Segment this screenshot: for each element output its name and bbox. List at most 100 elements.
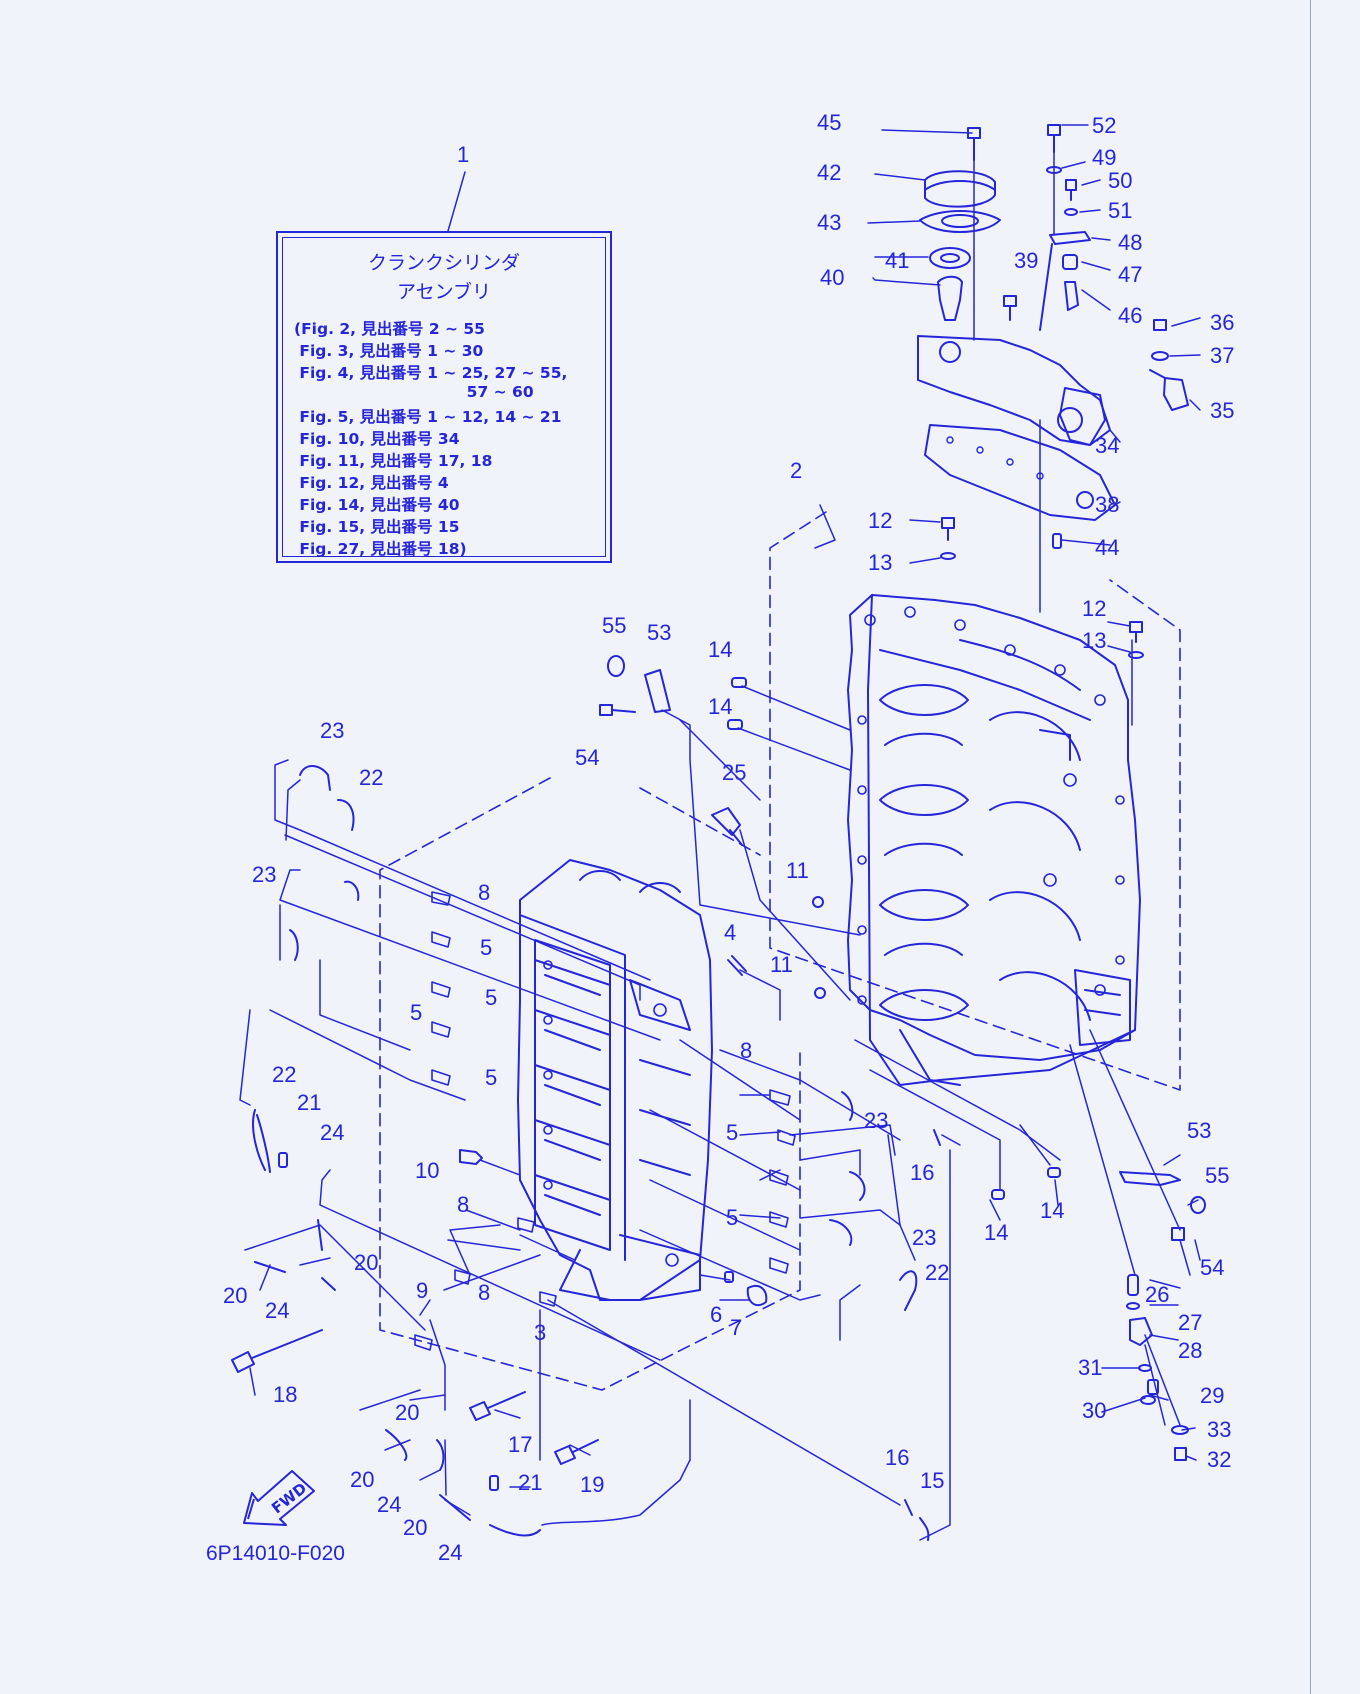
callout-20e: 20 (403, 1515, 427, 1540)
callout-25: 25 (722, 760, 746, 785)
callout-55b: 55 (1205, 1163, 1229, 1188)
callout-26: 26 (1145, 1282, 1169, 1307)
legend-line: Fig. 12, 見出番号 4 (294, 474, 449, 492)
legend-line: Fig. 27, 見出番号 18) (294, 540, 467, 558)
callout-33: 33 (1207, 1417, 1231, 1442)
crankcase (517, 859, 713, 1301)
callout-5d: 5 (485, 1065, 497, 1090)
callout-23a: 23 (320, 718, 344, 743)
callout-8c: 8 (457, 1192, 469, 1217)
legend-line: Fig. 10, 見出番号 34 (294, 430, 460, 448)
callout-8b: 8 (740, 1038, 752, 1063)
callout-35: 35 (1210, 398, 1234, 423)
callout-numbers: 1 2 3 4 5 5 5 5 5 5 6 7 8 8 8 8 9 10 11 … (223, 110, 1234, 1565)
callout-27: 27 (1178, 1310, 1202, 1335)
cylinder-block (847, 594, 1141, 1086)
callout-42: 42 (817, 160, 841, 185)
callout-2: 2 (790, 458, 802, 483)
callout-41: 41 (885, 248, 909, 273)
callout-23d: 23 (912, 1225, 936, 1250)
callout-10: 10 (415, 1158, 439, 1183)
callout-11a: 11 (786, 858, 809, 883)
callout-50: 50 (1108, 168, 1132, 193)
callout-14b: 14 (708, 694, 732, 719)
fwd-arrow-icon: FWD (243, 1470, 315, 1526)
small-parts (231, 124, 1206, 1516)
callout-51: 51 (1108, 198, 1132, 223)
callout-12b: 12 (1082, 596, 1106, 621)
callout-5c: 5 (410, 1000, 422, 1025)
callout-5e: 5 (726, 1120, 738, 1145)
callout-37: 37 (1210, 343, 1234, 368)
callout-53a: 53 (647, 620, 671, 645)
legend-line: Fig. 15, 見出番号 15 (294, 518, 460, 536)
callout-12a: 12 (868, 508, 892, 533)
callout-45: 45 (817, 110, 841, 135)
callout-38: 38 (1095, 492, 1119, 517)
callout-53b: 53 (1187, 1118, 1211, 1143)
callout-31: 31 (1078, 1355, 1102, 1380)
legend-line: Fig. 3, 見出番号 1 ~ 30 (294, 342, 484, 360)
callout-46: 46 (1118, 303, 1142, 328)
callout-16a: 16 (910, 1160, 934, 1185)
callout-16b: 16 (885, 1445, 909, 1470)
callout-20d: 20 (350, 1467, 374, 1492)
callout-40: 40 (820, 265, 844, 290)
legend-title-line1: クランクシリンダ (367, 252, 520, 274)
callout-22c: 22 (925, 1260, 949, 1285)
callout-20a: 20 (223, 1283, 247, 1308)
callout-32: 32 (1207, 1447, 1231, 1472)
callout-23b: 23 (252, 862, 276, 887)
callout-34: 34 (1095, 433, 1119, 458)
callout-39: 39 (1014, 248, 1038, 273)
legend-line: Fig. 5, 見出番号 1 ~ 12, 14 ~ 21 (294, 408, 562, 426)
page-edge-rule (1310, 0, 1311, 1694)
callout-14d: 14 (1040, 1198, 1064, 1223)
callout-5f: 5 (726, 1205, 738, 1230)
callout-44: 44 (1095, 535, 1119, 560)
callout-47: 47 (1118, 262, 1142, 287)
callout-5a: 5 (480, 935, 492, 960)
callout-5b: 5 (485, 985, 497, 1010)
callout-24c: 24 (377, 1492, 401, 1517)
callout-18: 18 (273, 1382, 297, 1407)
callout-22b: 22 (272, 1062, 296, 1087)
callout-9: 9 (416, 1278, 428, 1303)
callout-28: 28 (1178, 1338, 1202, 1363)
callout-14c: 14 (984, 1220, 1008, 1245)
callout-54b: 54 (1200, 1255, 1224, 1280)
legend-line: 57 ~ 60 (294, 383, 534, 401)
legend-line: Fig. 11, 見出番号 17, 18 (294, 452, 493, 470)
callout-30: 30 (1082, 1398, 1106, 1423)
callout-19: 19 (580, 1472, 604, 1497)
callout-6: 6 (710, 1302, 722, 1327)
callout-11b: 11 (770, 952, 793, 977)
legend-title-line2: アセンブリ (396, 281, 492, 303)
callout-8a: 8 (478, 880, 490, 905)
callout-21a: 21 (297, 1090, 321, 1115)
drawing-number: 6P14010-F020 (206, 1542, 345, 1565)
callout-49: 49 (1092, 145, 1116, 170)
legend-line: Fig. 14, 見出番号 40 (294, 496, 460, 514)
callout-24d: 24 (438, 1540, 462, 1565)
callout-52: 52 (1092, 113, 1116, 138)
hoses (252, 765, 930, 1541)
callout-21b: 21 (518, 1470, 542, 1495)
subassembly-outlines (379, 511, 1181, 1391)
callout-20b: 20 (354, 1250, 378, 1275)
callout-20c: 20 (395, 1400, 419, 1425)
callout-1: 1 (457, 142, 469, 167)
callout-13b: 13 (1082, 628, 1106, 653)
assembly-legend-box: クランクシリンダ アセンブリ (Fig. 2, 見出番号 2 ~ 55 Fig.… (276, 231, 612, 563)
callout-24b: 24 (265, 1298, 289, 1323)
callout-7: 7 (730, 1315, 742, 1340)
callout-13a: 13 (868, 550, 892, 575)
leader-lines (239, 124, 1201, 1541)
callout-3: 3 (534, 1320, 546, 1345)
callout-14a: 14 (708, 637, 732, 662)
callout-48: 48 (1118, 230, 1142, 255)
legend-line: (Fig. 2, 見出番号 2 ~ 55 (294, 320, 485, 338)
exploded-parts-diagram: 1 2 3 4 5 5 5 5 5 5 6 7 8 8 8 8 9 10 11 … (223, 110, 1234, 1565)
callout-15: 15 (920, 1468, 944, 1493)
callout-43: 43 (817, 210, 841, 235)
